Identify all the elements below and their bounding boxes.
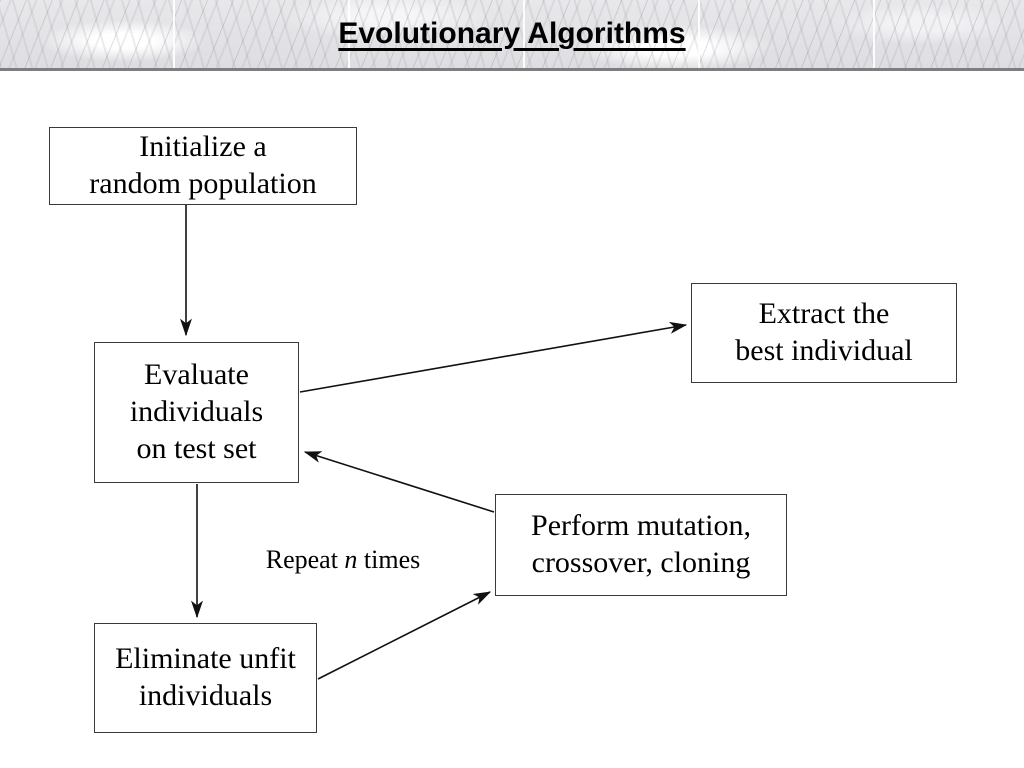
box-text-line: random population xyxy=(89,167,317,200)
flow-box-initialize-random-population: Initialize a random population xyxy=(49,127,357,205)
repeat-label-variable: n xyxy=(344,545,358,574)
box-text-line: Initialize a xyxy=(139,130,267,164)
flowchart-canvas: Initialize a random population Evaluate … xyxy=(0,71,1024,768)
box-text-line: Extract the xyxy=(758,297,890,331)
flow-box-eliminate-unfit-individuals: Eliminate unfit individuals xyxy=(94,623,317,733)
flow-box-perform-mutation-crossover-cloning: Perform mutation, crossover, cloning xyxy=(495,494,787,596)
flow-box-evaluate-individuals-on-test-set: Evaluate individuals on test set xyxy=(94,342,299,483)
slide-title-banner: Evolutionary Algorithms xyxy=(0,0,1024,71)
box-text-line: on test set xyxy=(136,431,257,465)
box-text-line: best individual xyxy=(735,334,913,367)
box-text-line: individuals xyxy=(129,395,264,429)
repeat-label-suffix: times xyxy=(357,545,421,574)
box-text-line: Eliminate unfit xyxy=(115,642,296,676)
repeat-n-times-label: Repeat n times xyxy=(262,545,424,575)
box-text-line: crossover, cloning xyxy=(531,546,751,579)
repeat-label-prefix: Repeat xyxy=(265,545,345,574)
box-text-line: Evaluate xyxy=(144,358,249,392)
flow-box-extract-the-best-individual: Extract the best individual xyxy=(691,283,957,383)
page-title: Evolutionary Algorithms xyxy=(338,17,686,50)
box-text-line: Perform mutation, xyxy=(531,509,751,543)
box-text-line: individuals xyxy=(138,679,273,712)
arrow-evaluate-to-extract xyxy=(299,321,688,393)
arrow-perform-to-evaluate xyxy=(303,451,495,513)
arrow-eliminate-to-perform xyxy=(317,591,492,680)
